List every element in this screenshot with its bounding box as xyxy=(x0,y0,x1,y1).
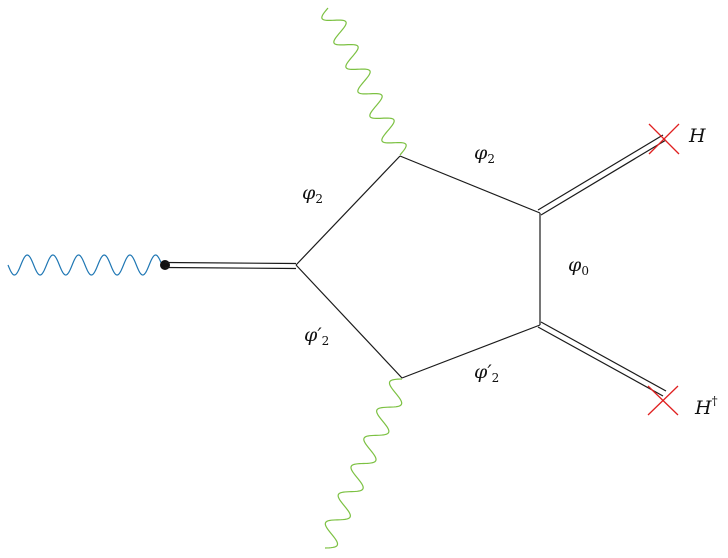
label-phi2prime-bottom: φ′2 xyxy=(474,361,499,385)
propagator-phi2prime-lower-left xyxy=(295,264,403,379)
propagator-phi2prime-bottom xyxy=(401,324,541,379)
label-H: H xyxy=(688,125,706,147)
higgs-insertion-cross-bottom xyxy=(647,385,679,416)
emitted-photon-wavy-line-bottom xyxy=(324,378,403,549)
double-line-H-lower xyxy=(540,139,667,216)
label-phi0-right: φ0 xyxy=(568,254,589,278)
vertex-dot xyxy=(160,260,170,270)
incoming-photon-wavy-line xyxy=(7,254,163,276)
label-phi2-upper-left: φ2 xyxy=(302,182,323,206)
propagator-phi2-top xyxy=(399,155,541,214)
double-line-Hdagger-lower xyxy=(537,326,664,397)
double-line-left-lower xyxy=(164,266,297,270)
double-line-left-upper xyxy=(164,261,297,265)
label-H-dagger: H† xyxy=(694,394,718,419)
label-phi2prime-lower-left: φ′2 xyxy=(304,324,329,348)
propagator-phi2-upper-left xyxy=(295,155,401,266)
double-line-Hdagger-upper xyxy=(540,321,667,392)
double-line-H-upper xyxy=(537,134,664,211)
emitted-photon-wavy-line-top xyxy=(321,7,407,156)
higgs-insertion-cross-top xyxy=(648,123,680,155)
label-phi2-top: φ2 xyxy=(474,142,495,166)
